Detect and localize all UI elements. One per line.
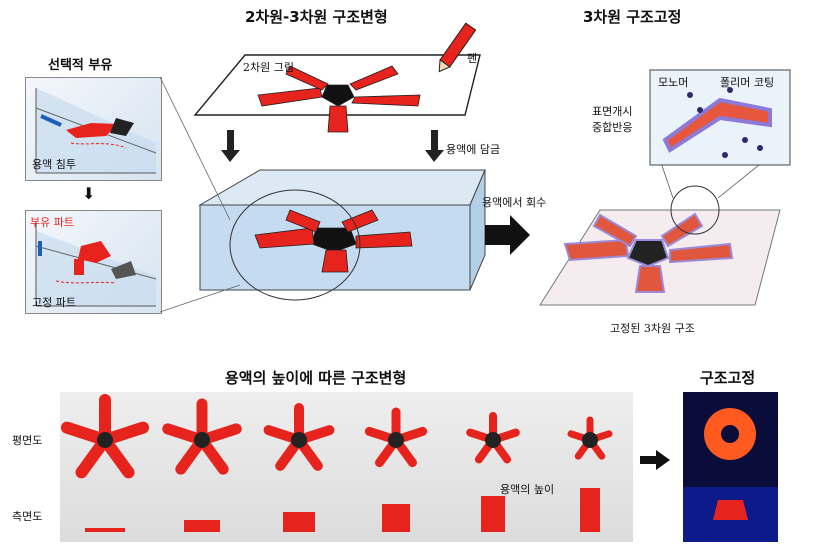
soak-illustration <box>35 88 157 174</box>
star-photo-6 <box>567 416 613 532</box>
side-view-3 <box>283 512 315 532</box>
fixed-part-label: 고정 파트 <box>32 296 76 309</box>
row-bottom-label: 측면도 <box>12 510 43 523</box>
star-photo-1 <box>60 394 150 532</box>
star-3d <box>254 209 413 273</box>
side-view-2 <box>184 520 220 532</box>
star-photo-3 <box>263 403 335 532</box>
selective-float-title: 선택적 부유 <box>48 58 113 73</box>
immerse-label: 용액에 담금 <box>446 143 501 156</box>
down-arrows <box>221 130 444 162</box>
bottom-right-arrow <box>640 450 670 470</box>
star-photo-5 <box>466 412 520 532</box>
right-arrow <box>485 215 530 255</box>
fixed-photo <box>683 392 778 542</box>
soak-label: 용액 침투 <box>32 158 76 171</box>
float-panel <box>25 210 162 314</box>
float-part-label: 부유 파트 <box>30 216 74 229</box>
down-arrow-small: ⬇ <box>82 184 96 203</box>
title-3d-fix: 3차원 구조고정 <box>583 8 682 26</box>
bottom-title-right: 구조고정 <box>700 369 756 387</box>
bottom-title-left: 용액의 높이에 따른 구조변형 <box>225 369 407 387</box>
float-illustration <box>35 221 157 307</box>
poly-label: 중합반응 <box>592 121 633 134</box>
row-top-label: 평면도 <box>12 434 43 447</box>
sheet-label: 2차원 그림 <box>243 61 294 74</box>
side-view-5 <box>481 496 505 532</box>
star-photo-2 <box>162 398 242 532</box>
side-view-6 <box>580 488 600 532</box>
strip-svg <box>60 394 613 532</box>
monomer-label: 모노머 <box>658 76 689 89</box>
recover-label: 용액에서 회수 <box>482 196 547 209</box>
title-2d-3d: 2차원-3차원 구조변형 <box>245 8 388 26</box>
fixed-3d-label: 고정된 3차원 구조 <box>610 322 695 335</box>
side-view-1 <box>85 528 125 532</box>
star-fixed <box>563 212 734 293</box>
soak-panel <box>25 77 162 181</box>
star-photo-4 <box>364 407 428 532</box>
side-view-4 <box>382 504 410 532</box>
height-label: 용액의 높이 <box>500 483 555 496</box>
polymer-label: 폴리머 코팅 <box>720 76 775 89</box>
surface-label: 표면개시 <box>592 105 633 118</box>
photo-strip <box>60 392 633 542</box>
pen-label: 펜 <box>467 52 478 65</box>
star-2d <box>257 65 421 133</box>
